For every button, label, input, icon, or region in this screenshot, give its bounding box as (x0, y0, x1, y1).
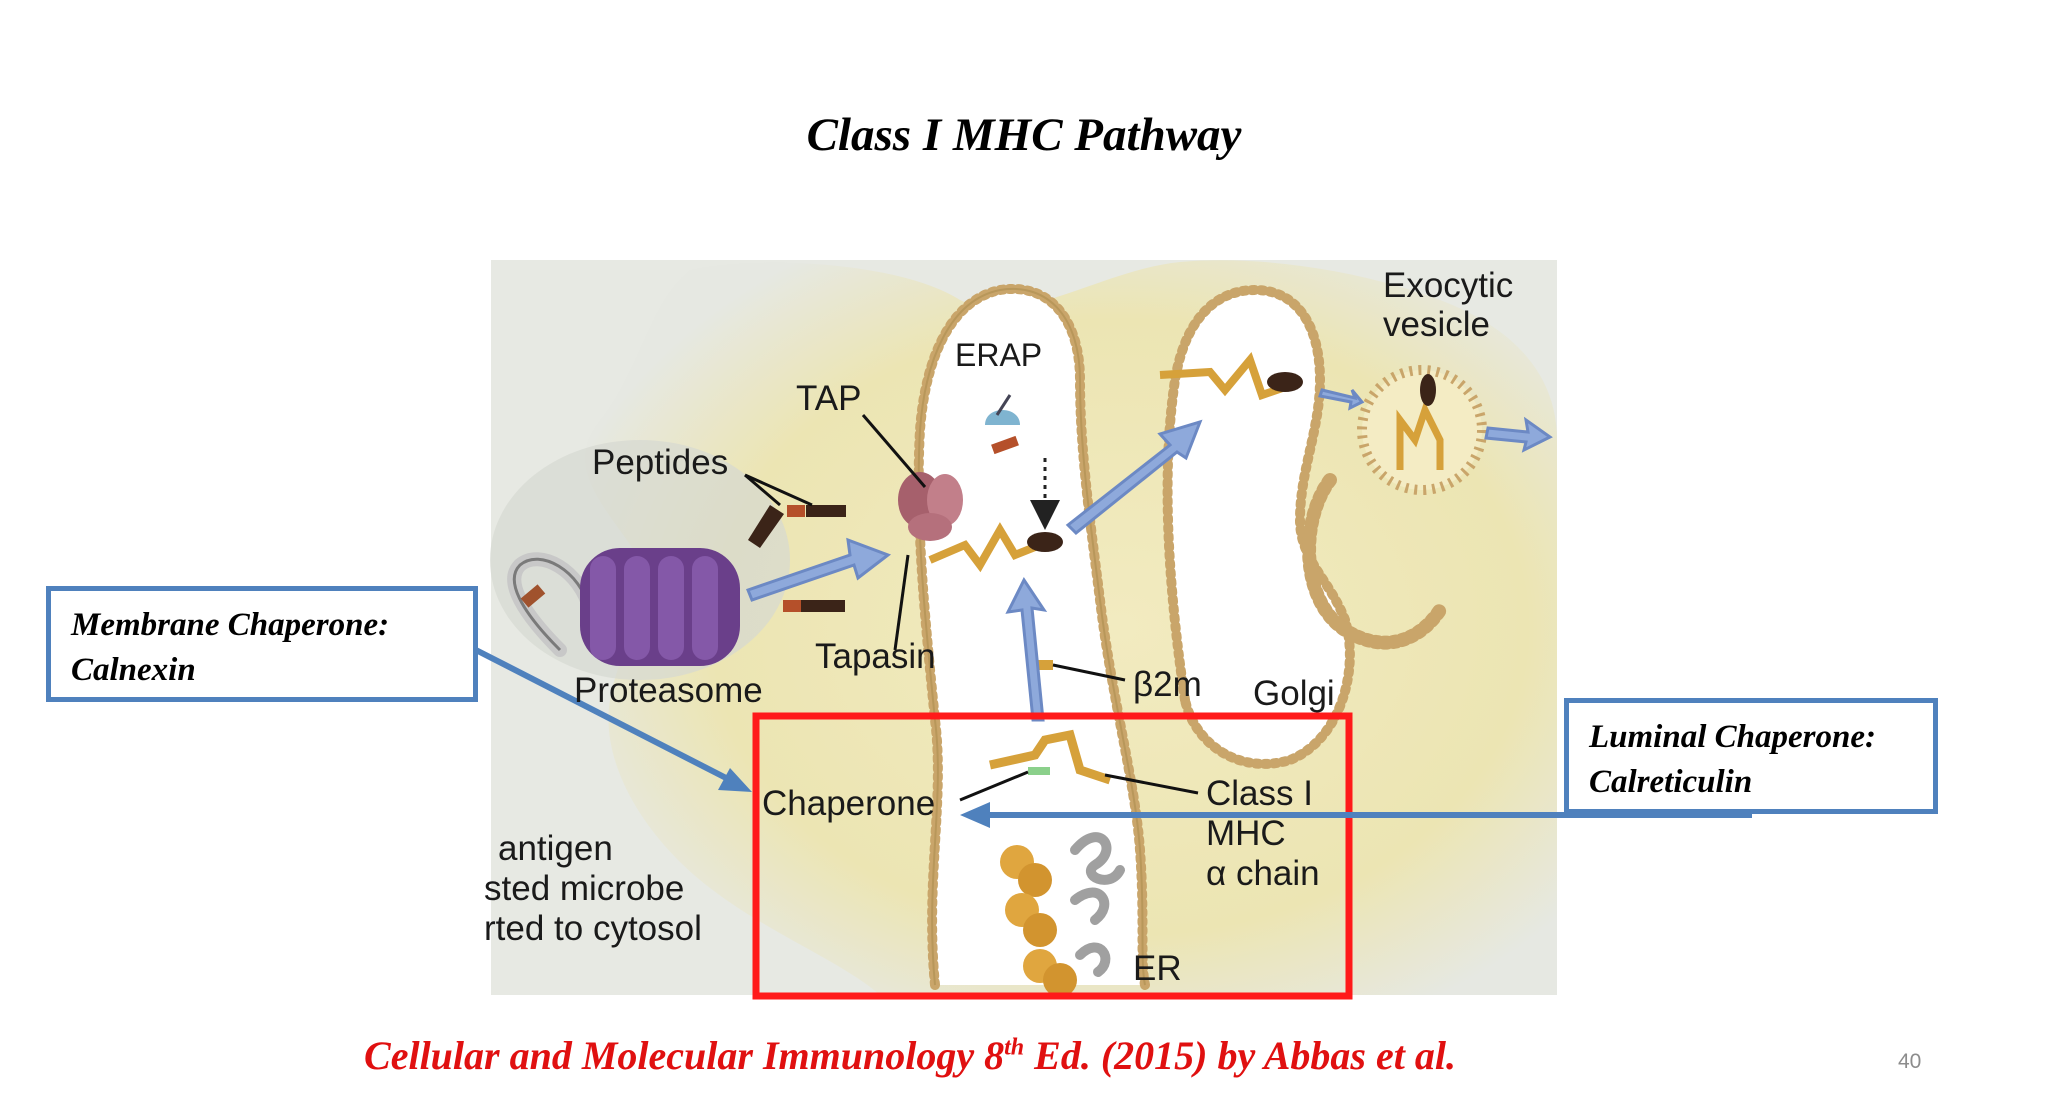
label-tapasin: Tapasin (815, 637, 936, 676)
membrane-chaperone-callout: Membrane Chaperone: Calnexin (46, 586, 478, 702)
label-b2m: β2m (1133, 665, 1202, 704)
mhc-loading-icon (928, 522, 1063, 573)
membrane-callout-title: Membrane Chaperone: (71, 607, 390, 643)
slide-title: Class I MHC Pathway (806, 109, 1242, 161)
citation-sup: th (1004, 1034, 1025, 1061)
label-chaperone: Chaperone (762, 784, 935, 823)
vesicle-mhc-icon (1396, 400, 1444, 470)
label-tap: TAP (796, 379, 861, 418)
label-peptides: Peptides (592, 443, 728, 482)
label-er: ER (1133, 949, 1182, 988)
label-antigen-1: antigen (498, 829, 613, 868)
nascent-chains-icon (1070, 832, 1125, 977)
page-number: 40 (1898, 1050, 1922, 1073)
mhc-golgi-icon (1159, 351, 1303, 401)
vesicle-peptide (1420, 374, 1436, 406)
luminal-chaperone-callout: Luminal Chaperone: Calreticulin (1564, 698, 1938, 814)
label-golgi: Golgi (1253, 674, 1335, 713)
luminal-callout-name: Calreticulin (1589, 764, 1753, 800)
citation: Cellular and Molecular Immunology 8th Ed… (340, 1032, 1480, 1079)
proteasome-icon (507, 548, 740, 666)
label-mhc: MHC (1206, 814, 1286, 853)
citation-post: Ed. (2015) by Abbas et al. (1024, 1033, 1456, 1078)
b2m-icon (1035, 660, 1053, 670)
pathway-arrows (746, 388, 1553, 722)
callout-arrows (470, 645, 1752, 828)
membrane-callout-name: Calnexin (71, 652, 196, 688)
peptides-icon (748, 505, 846, 612)
label-antigen-3: rted to cytosol (484, 909, 702, 948)
er-membrane-line (917, 287, 1146, 986)
golgi-membrane (1162, 284, 1355, 769)
luminal-callout-title: Luminal Chaperone: (1589, 719, 1876, 755)
highlight-box (752, 712, 1353, 1000)
label-proteasome: Proteasome (574, 671, 763, 710)
label-exocytic: Exocytic (1383, 266, 1513, 305)
tap-icon (898, 472, 963, 541)
label-vesicle: vesicle (1383, 305, 1490, 344)
label-antigen-2: sted microbe (484, 869, 684, 908)
pointer-lines (744, 414, 1199, 802)
erap-icon (985, 394, 1060, 530)
label-erap: ERAP (955, 337, 1042, 373)
mhc-alpha-chain-icon (989, 729, 1112, 785)
citation-pre: Cellular and Molecular Immunology 8 (364, 1033, 1005, 1078)
golgi-cisterna (1302, 473, 1447, 650)
ribosomes-icon (1000, 845, 1077, 997)
label-class-i: Class I (1206, 774, 1313, 813)
label-alpha-chain: α chain (1206, 854, 1320, 893)
